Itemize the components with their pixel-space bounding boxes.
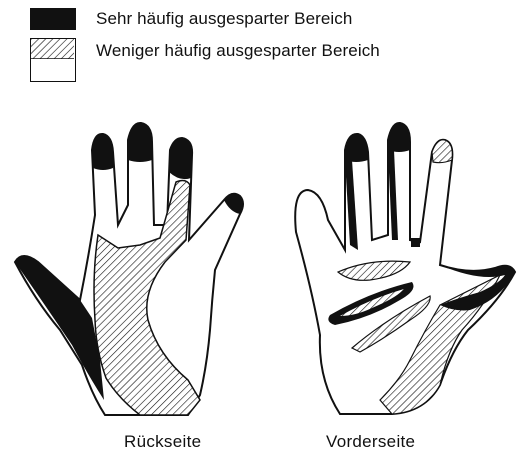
legend-swatch-hatched	[30, 38, 76, 82]
legend-swatch-dark	[30, 8, 76, 30]
caption-back: Rückseite	[124, 432, 201, 452]
back-dark-fingertip-1	[92, 134, 113, 170]
legend-item-dark: Sehr häufig ausgesparter Bereich	[30, 8, 352, 30]
palm-of-hand	[295, 123, 515, 414]
legend-label-dark: Sehr häufig ausgesparter Bereich	[96, 9, 352, 29]
palm-hatched-fingertip	[432, 140, 452, 163]
legend-item-hatched: Weniger häufig ausgesparter Bereich	[30, 38, 380, 82]
palm-dark-mark	[411, 238, 420, 247]
caption-front: Vorderseite	[326, 432, 415, 452]
legend-label-hatched: Weniger häufig ausgesparter Bereich	[96, 41, 380, 61]
back-of-hand	[15, 123, 243, 415]
